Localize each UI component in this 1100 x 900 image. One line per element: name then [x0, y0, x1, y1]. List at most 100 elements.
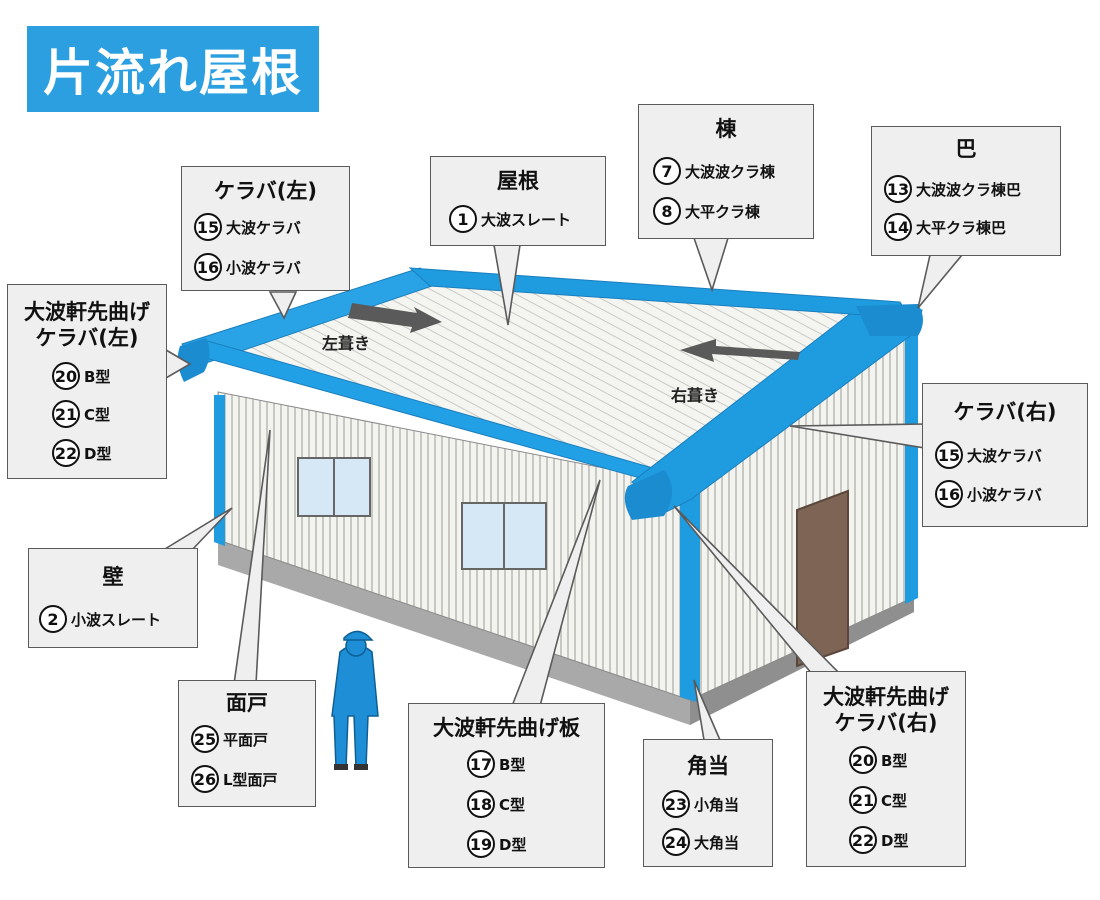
item-number: 1 [449, 205, 477, 233]
item-label: C型 [881, 791, 908, 810]
item-number: 16 [935, 480, 963, 508]
item-number: 14 [884, 213, 912, 241]
callout-heading: ケラバ(右) [953, 400, 1057, 424]
item-label: D型 [84, 444, 112, 463]
callout-heading: 屋根 [497, 169, 539, 193]
item-label: B型 [499, 755, 526, 774]
item-label: C型 [84, 405, 111, 424]
item-label: 大角当 [694, 833, 740, 852]
door [796, 489, 849, 668]
item-number: 17 [467, 750, 495, 778]
callout-heading: 壁 [102, 565, 124, 589]
window-right [461, 502, 547, 570]
arrow-right-direction [680, 339, 800, 362]
item-number: 2 [39, 605, 67, 633]
item-label: 大波波クラ棟 [685, 162, 776, 181]
pointer-ridge [692, 237, 730, 293]
item-label: B型 [881, 751, 908, 770]
item-number: 7 [653, 157, 681, 185]
item-number: 19 [467, 830, 495, 858]
item-label: 大波スレート [481, 210, 572, 229]
item-label: B型 [84, 367, 111, 386]
item-number: 26 [191, 765, 219, 793]
item-number: 25 [191, 725, 219, 753]
item-label: 小角当 [694, 795, 740, 814]
item-label: 大波波クラ棟巴 [916, 180, 1022, 199]
foundation-front [218, 540, 690, 725]
item-number: 15 [194, 213, 222, 241]
roof-direction-left: 左葺き [322, 334, 371, 353]
item-label: 小波ケラバ [967, 485, 1042, 504]
item-number: 18 [467, 790, 495, 818]
item-number: 24 [662, 828, 690, 856]
item-label: L型面戸 [223, 770, 278, 789]
tomoe-cap-left [177, 338, 210, 382]
callout-heading: 角当 [687, 754, 729, 778]
callout-heading: 大波軒先曲げ ケラバ(左) [8, 299, 166, 351]
item-number: 21 [849, 786, 877, 814]
corner-trim-front-right [680, 488, 700, 703]
pointer-tomoe [917, 254, 964, 309]
callout-heading: 棟 [715, 117, 737, 141]
tomoe-cap-right [856, 304, 923, 336]
heading-line1: 大波軒先曲げ [823, 685, 949, 709]
callout-heading: 巴 [955, 137, 977, 161]
worker-figure [331, 630, 379, 770]
callout-heading: 大波軒先曲げ ケラバ(右) [807, 684, 965, 736]
item-label: D型 [881, 831, 909, 850]
item-number: 20 [52, 362, 80, 390]
item-number: 15 [935, 441, 963, 469]
item-number: 8 [653, 197, 681, 225]
heading-line2: ケラバ(右) [834, 711, 938, 735]
item-label: 平面戸 [223, 730, 269, 749]
item-label: 大平クラ棟巴 [916, 218, 1007, 237]
page-title: 片流れ屋根 [43, 44, 303, 102]
callout-heading: ケラバ(左) [214, 179, 317, 203]
item-number: 20 [849, 746, 877, 774]
callout-heading: 大波軒先曲げ板 [433, 716, 580, 740]
item-label: 大平クラ棟 [685, 202, 761, 221]
window-left [297, 457, 371, 517]
roof-direction-right: 右葺き [671, 386, 720, 405]
title-badge: 片流れ屋根 [27, 26, 319, 112]
heading-line2: ケラバ(左) [35, 326, 139, 350]
item-label: 大波ケラバ [967, 446, 1042, 465]
item-number: 16 [194, 253, 222, 281]
item-label: 小波ケラバ [226, 258, 301, 277]
item-label: 小波スレート [71, 610, 162, 629]
item-label: D型 [499, 835, 527, 854]
item-number: 22 [849, 826, 877, 854]
item-number: 13 [884, 175, 912, 203]
corner-trim-left [214, 395, 225, 546]
item-label: 大波ケラバ [226, 218, 301, 237]
item-number: 23 [662, 790, 690, 818]
